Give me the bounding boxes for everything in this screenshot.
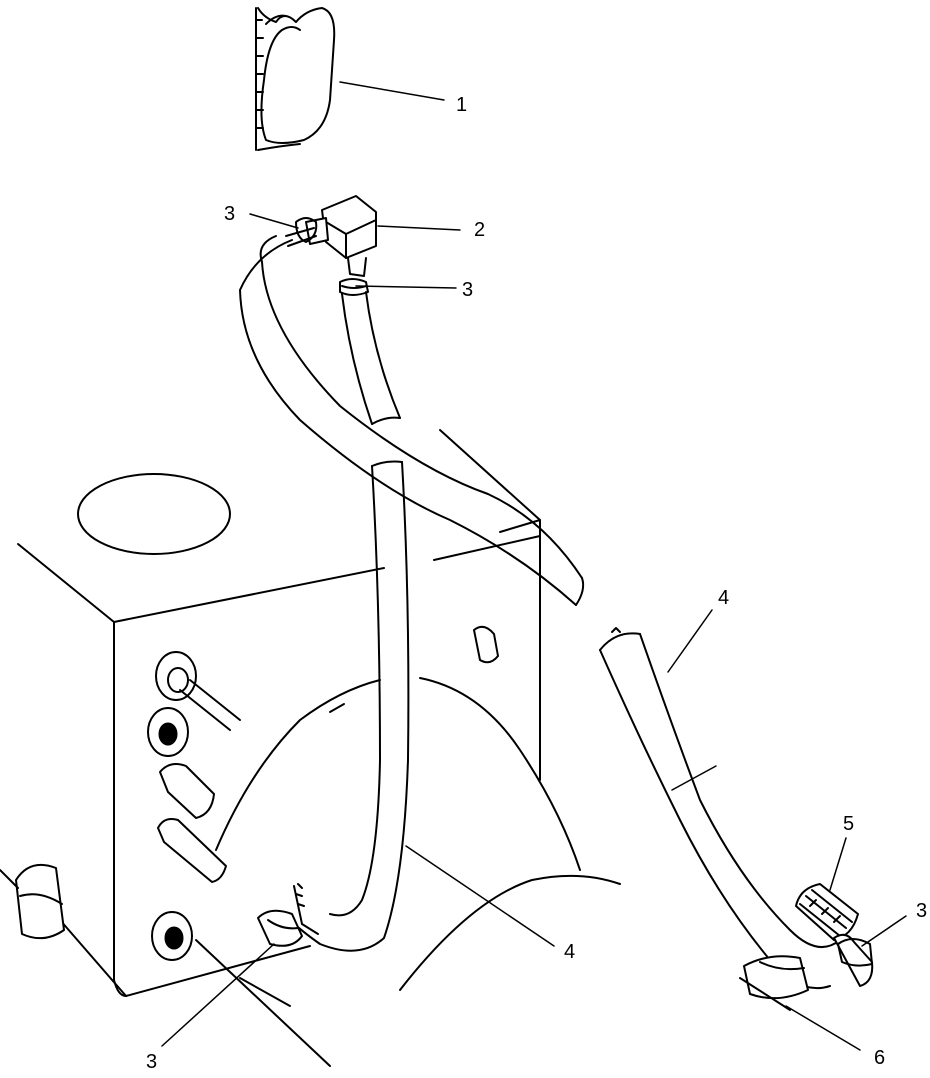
callout-4-upper: 4 [718, 587, 729, 609]
callout-6: 6 [874, 1047, 885, 1069]
long-hose-segment [239, 235, 585, 606]
hose-clamp-upper-left [285, 217, 318, 247]
callout-3-bottom: 3 [146, 1051, 157, 1073]
callout-4-lower: 4 [564, 941, 575, 963]
fuel-filter-part [795, 883, 874, 987]
callout-2: 2 [474, 219, 485, 241]
callout-5: 5 [843, 813, 854, 835]
hose-clamp-lower-left [257, 883, 319, 947]
upper-hose-segment [341, 291, 401, 425]
tank-fitting-bottom [151, 911, 193, 961]
hose-clamp-right [837, 938, 873, 967]
tank-fitting-middle [147, 707, 189, 757]
callout-3-right: 3 [916, 900, 927, 922]
tank-fitting-top [155, 651, 241, 731]
tank-outlet-nipple [157, 763, 227, 883]
hose-clamp-upper-right [339, 278, 369, 296]
vent-cap [0, 864, 65, 940]
callout-1: 1 [456, 94, 467, 116]
elbow-fitting-part [305, 195, 377, 277]
fuel-tank [17, 429, 621, 1067]
right-hose-part [599, 627, 841, 990]
leader-lines [161, 81, 907, 1051]
tank-fitting-side [473, 625, 499, 664]
callout-3-top-right: 3 [462, 279, 473, 301]
retaining-clip-part [255, 7, 336, 151]
callout-3-top-left: 3 [224, 203, 235, 225]
hose-clip-part [739, 955, 809, 1011]
main-hose-part [287, 460, 410, 952]
